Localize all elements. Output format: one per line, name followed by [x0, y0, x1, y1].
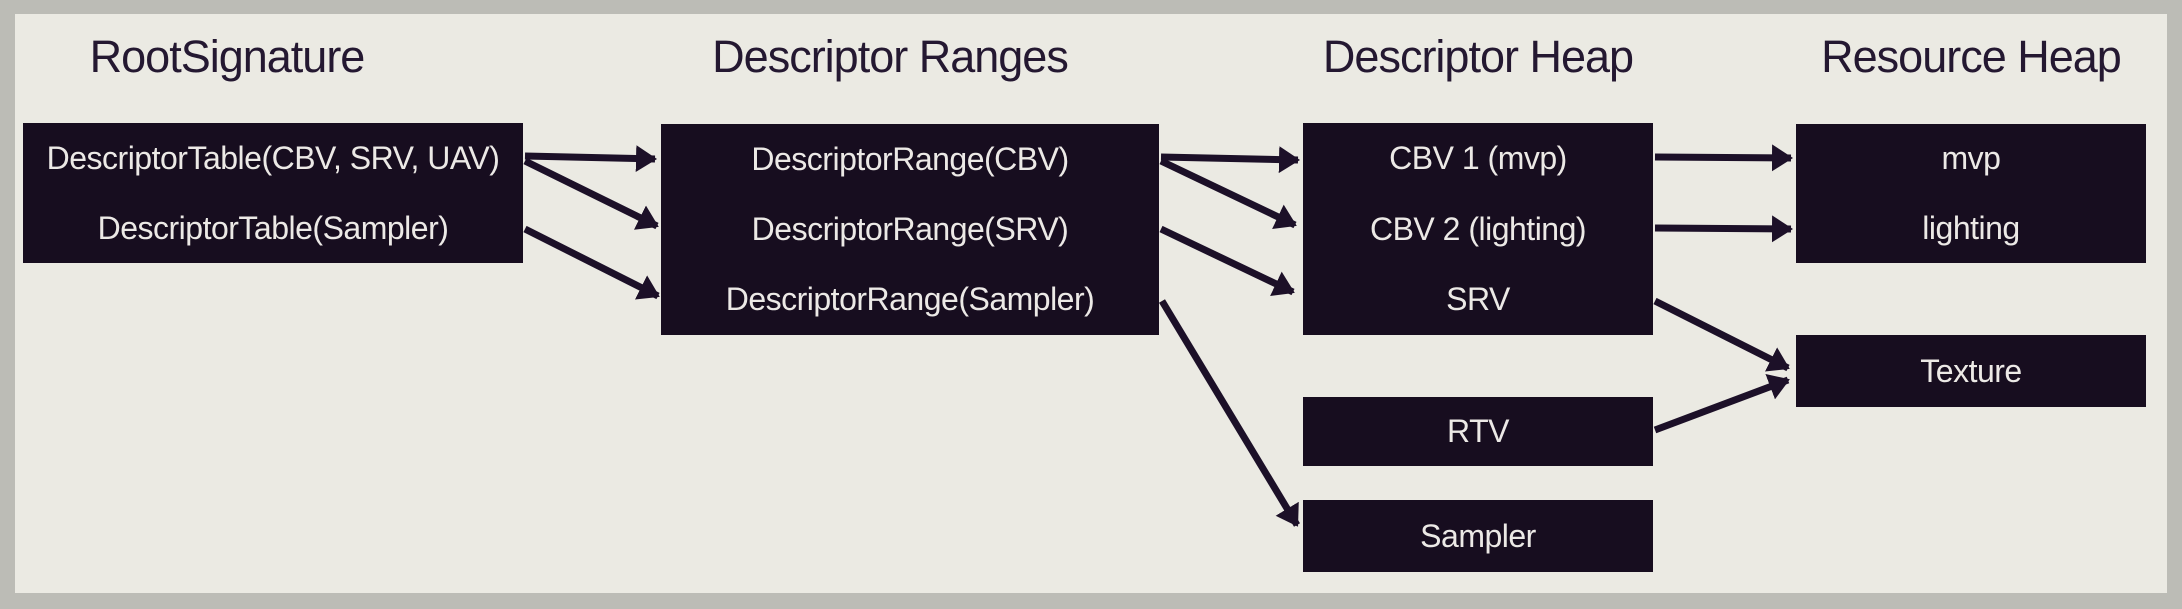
- sampler-box: Sampler: [1303, 500, 1653, 572]
- box-item: SRV: [1446, 281, 1510, 318]
- descriptor-heap-box: CBV 1 (mvp) CBV 2 (lighting) SRV: [1303, 123, 1653, 335]
- box-item: lighting: [1922, 209, 2020, 246]
- rtv-box: RTV: [1303, 397, 1653, 466]
- box-item: DescriptorTable(Sampler): [97, 209, 449, 246]
- box-item: Sampler: [1420, 517, 1536, 554]
- box-item: DescriptorTable(CBV, SRV, UAV): [46, 139, 500, 176]
- box-item: DescriptorRange(SRV): [751, 210, 1069, 247]
- column-title-descriptor-heap: Descriptor Heap: [1322, 31, 1634, 82]
- root-signature-box: DescriptorTable(CBV, SRV, UAV) Descripto…: [23, 123, 523, 263]
- texture-box: Texture: [1796, 335, 2146, 407]
- box-item: CBV 1 (mvp): [1389, 139, 1567, 176]
- box-item: mvp: [1941, 140, 2001, 177]
- descriptor-ranges-box: DescriptorRange(CBV) DescriptorRange(SRV…: [661, 124, 1159, 335]
- box-item: RTV: [1447, 413, 1509, 449]
- column-title-resource-heap: Resource Heap: [1821, 31, 2122, 82]
- box-item: DescriptorRange(CBV): [751, 140, 1069, 177]
- column-title-descriptor-ranges: Descriptor Ranges: [712, 31, 1069, 82]
- column-title-root-signature: RootSignature: [89, 31, 366, 82]
- box-item: DescriptorRange(Sampler): [725, 281, 1095, 318]
- box-item: Texture: [1920, 352, 2022, 389]
- resource-heap-box: mvp lighting: [1796, 124, 2146, 263]
- box-item: CBV 2 (lighting): [1369, 210, 1587, 247]
